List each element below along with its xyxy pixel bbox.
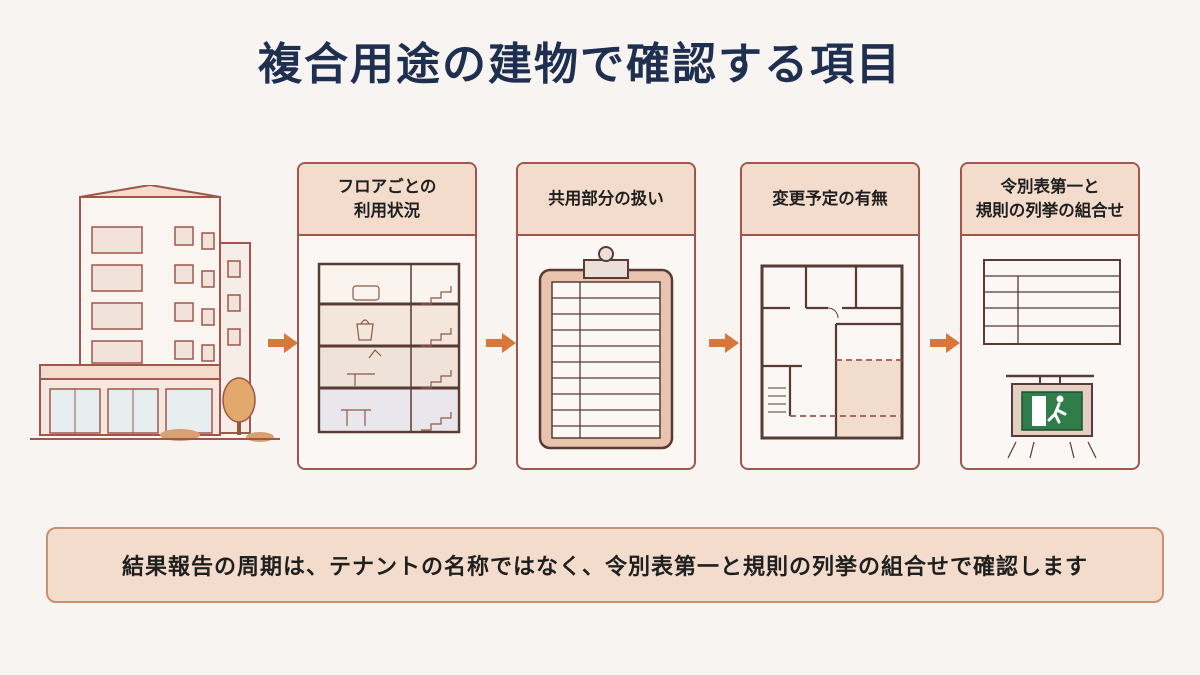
step-label-line2: 規則の列挙の組合せ (975, 201, 1125, 220)
arrow-right-icon (268, 333, 298, 353)
step-card-header: 変更予定の有無 (742, 164, 918, 236)
step-card-common-areas: 共用部分の扱い (516, 162, 696, 470)
step-card-header: 共用部分の扱い (518, 164, 694, 236)
summary-text: 結果報告の周期は、テナントの名称ではなく、令別表第一と規則の列挙の組合せで確認し… (121, 555, 1088, 580)
floor-plan-icon (760, 264, 904, 440)
step-label-line1: 令別表第一と (1000, 177, 1100, 197)
emergency-exit-sign-icon (1006, 374, 1097, 459)
building-cross-section-illustration (299, 238, 475, 468)
summary-banner: 結果報告の周期は、テナントの名称ではなく、令別表第一と規則の列挙の組合せで確認し… (46, 527, 1164, 603)
flow-arrow-3 (707, 331, 741, 355)
step-card-ordinance-combination: 令別表第一と 規則の列挙の組合せ (960, 162, 1140, 470)
building-section-icon (317, 262, 461, 434)
page-title: 複合用途の建物で確認する項目 (258, 39, 902, 90)
table-icon (983, 259, 1121, 459)
flow-arrow-1 (266, 331, 300, 355)
clipboard-illustration (518, 238, 694, 468)
table-and-exit-sign-illustration (962, 238, 1138, 468)
step-label-line1: フロアごとの (337, 177, 437, 197)
arrow-right-icon (930, 333, 960, 353)
step-label-line1: 変更予定の有無 (772, 189, 888, 209)
flow-arrow-4 (928, 331, 962, 355)
step-card-header: 令別表第一と 規則の列挙の組合せ (962, 164, 1138, 236)
step-card-header: フロアごとの 利用状況 (299, 164, 475, 236)
clipboard-icon (538, 246, 674, 450)
arrow-right-icon (486, 333, 516, 353)
step-card-planned-changes: 変更予定の有無 (740, 162, 920, 470)
office-building-icon (30, 183, 280, 442)
arrow-right-icon (709, 333, 739, 353)
step-card-floor-usage: フロアごとの 利用状況 (297, 162, 477, 470)
floor-plan-illustration (742, 238, 918, 468)
building-illustration (30, 183, 280, 455)
step-label-line2: 利用状況 (354, 201, 420, 220)
step-label-line1: 共用部分の扱い (548, 189, 664, 209)
flow-arrow-2 (484, 331, 518, 355)
